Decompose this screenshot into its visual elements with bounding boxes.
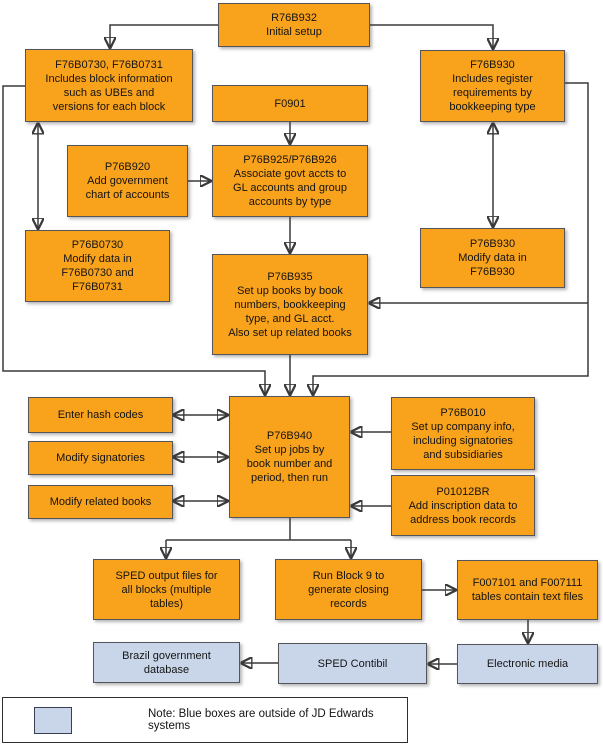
- node-f007101-f007111: F007101 and F007111 tables contain text …: [457, 560, 598, 620]
- node-enter-hash-codes: Enter hash codes: [28, 397, 173, 433]
- node-p76b925-p76b926: P76B925/P76B926 Associate govt accts to …: [212, 145, 368, 217]
- node-modify-signatories: Modify signatories: [28, 441, 173, 475]
- node-p76b010: P76B010 Set up company info, including s…: [391, 397, 535, 470]
- node-brazil-government-database: Brazil government database: [93, 642, 240, 683]
- node-p76b920: P76B920 Add government chart of accounts: [67, 145, 188, 217]
- node-p76b0730: P76B0730 Modify data in F76B0730 and F76…: [25, 230, 170, 302]
- node-f0901: F0901: [212, 85, 368, 122]
- node-p76b935: P76B935 Set up books by book numbers, bo…: [212, 254, 368, 355]
- node-run-block9: Run Block 9 to generate closing records: [275, 559, 422, 620]
- node-p76b940: P76B940 Set up jobs by book number and p…: [229, 396, 350, 518]
- node-sped-contibil: SPED Contibil: [278, 643, 427, 684]
- node-r76b932: R76B932 Initial setup: [218, 3, 370, 47]
- blue-box-swatch: [34, 706, 72, 734]
- legend-note-label: Note: Blue boxes are outside of JD Edwar…: [148, 708, 374, 732]
- node-electronic-media: Electronic media: [457, 644, 598, 684]
- node-p01012br: P01012BR Add inscription data to address…: [391, 475, 535, 536]
- node-sped-output-files: SPED output files for all blocks (multip…: [93, 559, 240, 620]
- node-modify-related-books: Modify related books: [28, 485, 173, 519]
- node-p76b930: P76B930 Modify data in F76B930: [420, 228, 565, 288]
- legend-note: Note: Blue boxes are outside of JD Edwar…: [2, 697, 408, 743]
- node-f76b930: F76B930 Includes register requirements b…: [420, 50, 565, 122]
- arrow-r76b932-to-f76b930: [370, 24, 493, 49]
- arrow-r76b932-to-f76b0730: [110, 24, 218, 48]
- node-f76b0730-f76b0731: F76B0730, F76B0731 Includes block inform…: [25, 49, 193, 122]
